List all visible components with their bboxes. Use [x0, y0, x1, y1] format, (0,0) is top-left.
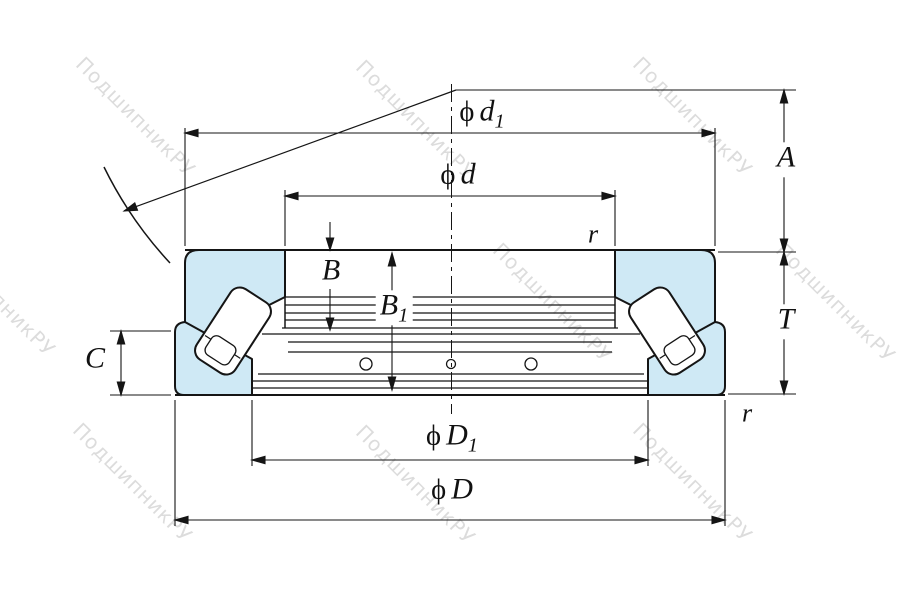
sphere-arc: [103, 166, 171, 264]
label-C: C: [84, 341, 106, 375]
label-B: B: [321, 253, 341, 287]
label-r-bottom: r: [741, 398, 753, 428]
label-A: A: [772, 142, 800, 178]
cage-and-bore-lines: [252, 296, 648, 389]
cage-rivet-circles: [359, 357, 538, 371]
sphere-leader: [103, 89, 457, 264]
phi-symbol: ϕ: [459, 96, 475, 128]
washer-faces: [175, 249, 725, 396]
phi-symbol: ϕ: [440, 159, 456, 191]
roller-right: [628, 286, 706, 376]
label-B1: B1: [375, 290, 413, 326]
phi-symbol: ϕ: [431, 474, 447, 506]
label-r-top: r: [587, 219, 599, 249]
phi-symbol: ϕ: [425, 420, 442, 452]
dim-phi-D1: [249, 400, 651, 466]
dim-phi-D: [172, 400, 728, 526]
roller-left: [194, 286, 272, 376]
dim-A: [456, 87, 796, 255]
dim-phi-d1: [182, 128, 718, 246]
dim-phi-d: [282, 190, 618, 246]
dim-C: [110, 328, 171, 398]
label-T: T: [773, 304, 799, 340]
dim-B: [325, 222, 335, 332]
